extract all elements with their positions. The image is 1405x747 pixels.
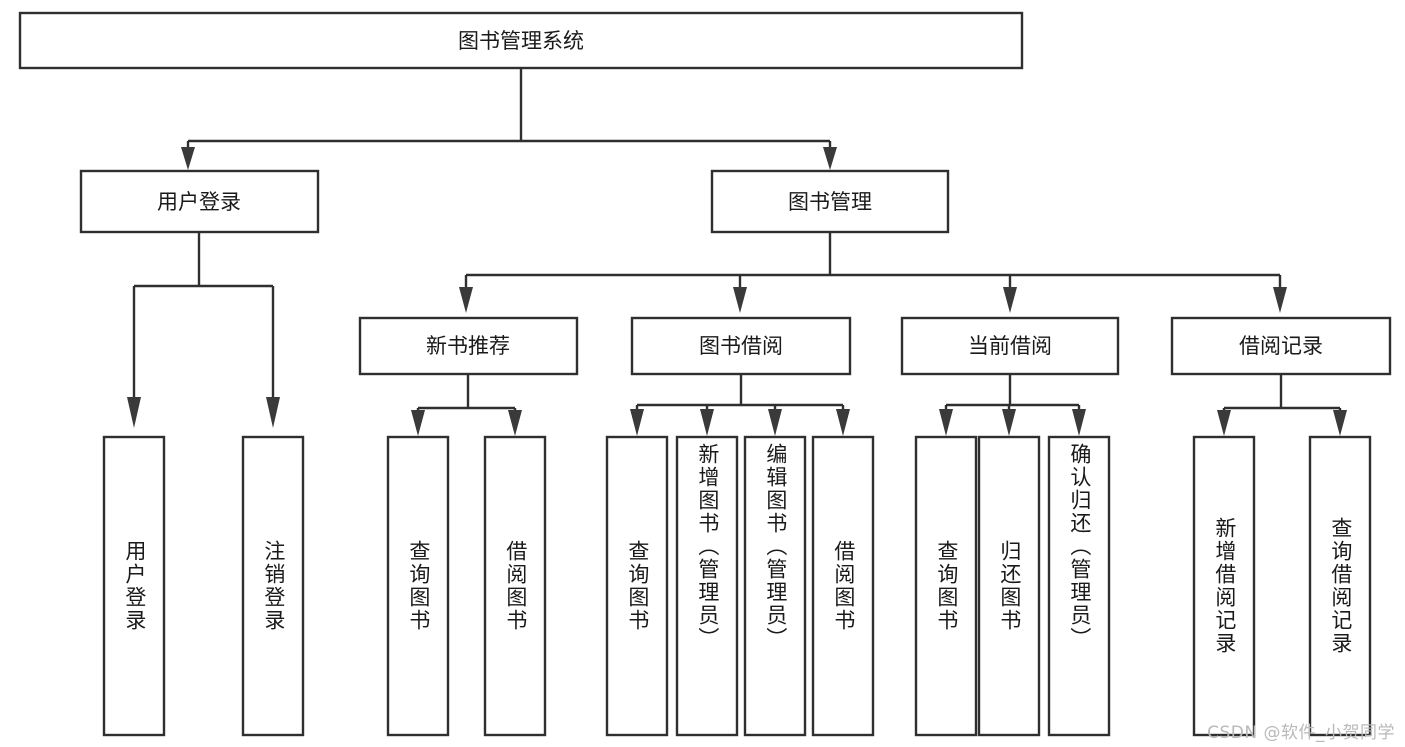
node-new-book-recommend[interactable] (358, 316, 579, 376)
connector-group-borrow-record-children (1217, 374, 1347, 436)
node-leaf-query-record[interactable] (1308, 435, 1372, 737)
arrowhead-new-book-recommend (459, 287, 473, 313)
node-book-manage-label: 图书管理 (788, 190, 872, 214)
arrowhead-book-manage (823, 147, 837, 170)
node-current-borrow[interactable] (900, 316, 1120, 376)
node-leaf-borrow-book-2[interactable] (811, 435, 875, 737)
node-user-login[interactable] (79, 169, 320, 234)
node-current-borrow-label: 当前借阅 (968, 334, 1052, 358)
node-leaf-return-book[interactable] (977, 435, 1041, 737)
connector-group-book-borrow-children (630, 374, 850, 436)
node-leaf-add-record[interactable] (1192, 435, 1256, 737)
node-leaf-query-book-1[interactable] (386, 435, 450, 737)
node-leaf-query-book-3[interactable] (914, 435, 978, 737)
arrowhead-book-borrow (733, 287, 747, 313)
arrowhead-leaf-confirm-return (1072, 409, 1086, 436)
arrowhead-leaf-add-book (700, 409, 714, 436)
node-user-login-label: 用户登录 (157, 190, 241, 214)
node-leaf-borrow-book-1[interactable] (483, 435, 547, 737)
node-book-borrow[interactable] (630, 316, 852, 376)
node-leaf-confirm-return[interactable] (1047, 435, 1111, 737)
arrowhead-leaf-query-book-2 (630, 409, 644, 436)
connector-group-new-book-recommend-children (411, 374, 522, 436)
arrowhead-current-borrow (1003, 287, 1017, 313)
connector-group-book-manage-children (459, 232, 1287, 313)
watermark-text: CSDN @软件_小贺同学 (1207, 723, 1395, 743)
arrowhead-leaf-user-login (127, 397, 141, 428)
arrowhead-leaf-edit-book (768, 409, 782, 436)
node-new-book-recommend-label: 新书推荐 (426, 334, 510, 358)
node-borrow-record-label: 借阅记录 (1239, 334, 1323, 358)
node-leaf-add-book[interactable] (675, 435, 739, 737)
node-root[interactable] (18, 11, 1024, 70)
arrowhead-leaf-borrow-book-2 (836, 409, 850, 436)
arrowhead-leaf-borrow-book-1 (508, 410, 522, 436)
arrowhead-leaf-user-logout (266, 397, 280, 428)
node-leaf-query-book-2[interactable] (605, 435, 669, 737)
node-leaf-user-login[interactable] (102, 435, 166, 737)
arrowhead-borrow-record (1273, 287, 1287, 313)
node-book-borrow-label: 图书借阅 (699, 334, 783, 358)
arrowhead-leaf-add-record (1217, 410, 1231, 436)
arrowhead-user-login (181, 147, 195, 170)
node-book-manage[interactable] (710, 169, 950, 234)
arrowhead-leaf-return-book (1002, 409, 1016, 436)
node-root-label: 图书管理系统 (458, 29, 584, 53)
node-leaf-user-logout[interactable] (241, 435, 305, 737)
connector-group-current-borrow-children (939, 374, 1086, 436)
arrowhead-leaf-query-book-1 (411, 410, 425, 436)
node-leaf-edit-book[interactable] (743, 435, 807, 737)
connector-group-user-login-children (127, 232, 280, 428)
node-borrow-record[interactable] (1170, 316, 1392, 376)
arrowhead-leaf-query-book-3 (939, 409, 953, 436)
connector-group-root-to-level1 (181, 69, 837, 170)
arrowhead-leaf-query-record (1333, 410, 1347, 436)
